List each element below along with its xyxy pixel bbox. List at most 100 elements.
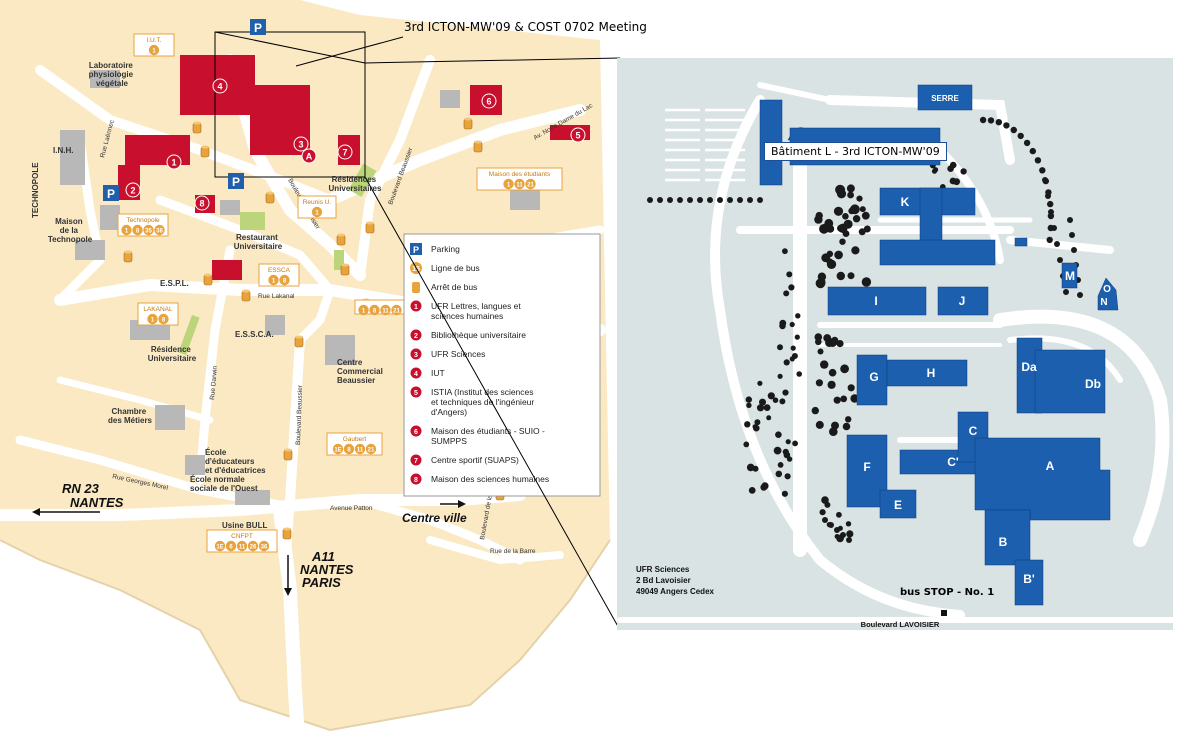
parking-sign: P — [250, 19, 266, 35]
road-bd-licorne — [355, 495, 525, 565]
tree-icon — [817, 348, 824, 355]
tree-icon — [775, 431, 782, 439]
tree-icon — [743, 441, 750, 448]
svg-text:5: 5 — [575, 131, 580, 141]
building-number-marker: 3 — [293, 136, 309, 152]
bus-stop-icon — [283, 448, 293, 461]
tree-icon — [859, 206, 866, 213]
tree-icon — [845, 416, 852, 423]
tree-icon — [840, 532, 846, 538]
building-k-lower — [879, 239, 996, 266]
connector-title — [295, 36, 404, 67]
legend-text: Centre sportif (SUAPS) — [431, 455, 519, 465]
tree-icon — [815, 420, 824, 429]
label-restaurant: Restaurant Universitaire — [234, 233, 283, 251]
svg-text:4: 4 — [217, 82, 222, 92]
tree-icon — [852, 215, 861, 223]
tree-icon — [814, 215, 823, 224]
tree-icon — [707, 197, 713, 203]
bus-stop-icon — [265, 191, 275, 204]
tree-icon — [790, 345, 796, 351]
tree-icon — [1039, 167, 1046, 174]
svg-text:1: 1 — [362, 308, 366, 314]
parking-sign: P — [103, 185, 119, 201]
svg-text:LAKANAL: LAKANAL — [143, 306, 173, 313]
label-espl: E.S.P.L. — [160, 279, 189, 288]
building-letter-label: O — [1103, 284, 1111, 295]
tree-icon — [777, 462, 784, 468]
tree-icon — [747, 197, 753, 203]
tree-icon — [815, 338, 822, 346]
street-rue-barre: Rue de la Barre — [490, 548, 536, 555]
tree-icon — [858, 228, 866, 236]
road-essca — [295, 285, 335, 345]
building-j — [937, 286, 989, 316]
tree-icon — [1003, 122, 1010, 129]
bus-stop-icon — [473, 140, 483, 153]
grey-building — [440, 90, 460, 108]
grey-building — [235, 490, 270, 505]
green-area — [334, 250, 344, 270]
tree-icon — [1067, 217, 1073, 223]
svg-text:1: 1 — [151, 317, 155, 323]
bus-stop-icon — [192, 121, 202, 134]
building-letter-label: A — [1046, 459, 1055, 473]
svg-text:15: 15 — [412, 266, 420, 273]
bus-stop-icon — [365, 221, 375, 234]
direction-labels: RN 23 NANTES Centre ville A11 NANTES PAR… — [32, 481, 467, 596]
road-chambre — [56, 376, 214, 424]
tree-icon — [836, 271, 845, 281]
grey-building — [75, 240, 105, 260]
tree-icon — [1034, 157, 1042, 164]
tree-icon — [836, 189, 847, 199]
svg-text:21: 21 — [527, 182, 534, 188]
tree-icon — [1047, 200, 1054, 208]
svg-text:38: 38 — [156, 228, 163, 234]
svg-text:8: 8 — [347, 447, 351, 453]
tree-icon — [824, 501, 831, 508]
tree-icon — [850, 394, 859, 403]
building-letter-label: N — [1100, 297, 1107, 308]
tree-icon — [782, 389, 789, 396]
serre-label: SERRE — [931, 94, 959, 103]
svg-text:P: P — [107, 187, 115, 201]
legend-box — [403, 233, 601, 497]
tree-icon — [836, 340, 844, 348]
svg-text:11: 11 — [516, 182, 523, 188]
campus-address: UFR Sciences 2 Bd Lavoisier 49049 Angers… — [636, 565, 715, 596]
tree-icon — [783, 451, 791, 459]
bus-stop-icon — [294, 335, 304, 348]
building-a-marker: A — [301, 148, 317, 164]
building-number-marker: 4 — [212, 78, 228, 94]
svg-text:CNFPT: CNFPT — [231, 533, 253, 540]
bus-stop-icon — [203, 273, 213, 286]
grey-buildings — [60, 70, 540, 505]
svg-text:P: P — [232, 175, 240, 189]
label-chambre: Chambre des Métiers — [108, 407, 153, 425]
tree-icon — [856, 195, 863, 202]
svg-text:1: 1 — [315, 210, 319, 216]
svg-text:21: 21 — [368, 447, 375, 453]
building-b-prime — [1014, 559, 1044, 606]
svg-text:6: 6 — [229, 544, 233, 550]
building-g — [856, 354, 888, 406]
direction-a11: A11 NANTES PARIS — [300, 549, 357, 590]
street-rue-lakanal: Rue Lakanal — [258, 293, 295, 300]
building-m — [1061, 262, 1078, 289]
bus-stop-icon — [282, 527, 292, 540]
svg-text:8: 8 — [373, 308, 377, 314]
label-residence-univ: Résidence Universitaire — [148, 345, 197, 363]
tree-icon — [772, 397, 779, 404]
label-ecole-educateurs: École d'éducateurs et d'éducatrices — [205, 448, 266, 475]
tree-icon — [773, 446, 782, 455]
meeting-title: 3rd ICTON-MW'09 & COST 0702 Meeting — [404, 20, 647, 34]
batiment-l-callout: Bâtiment L - 3rd ICTON-MW'09 — [764, 142, 947, 161]
